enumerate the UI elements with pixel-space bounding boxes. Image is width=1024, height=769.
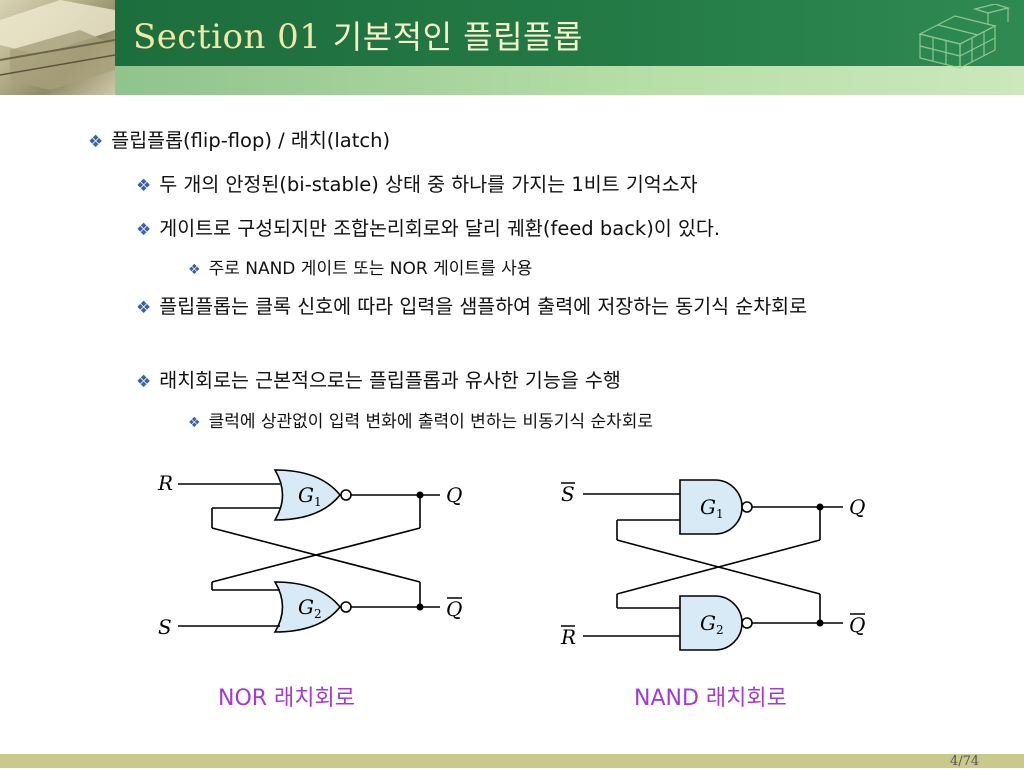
gate1-label: G — [298, 483, 314, 507]
inversion-bubble-2 — [340, 601, 352, 613]
diamond-bullet-icon: ❖ — [188, 262, 201, 278]
brick-cube-icon — [918, 4, 1010, 69]
bullet-l2-latch: ❖ 래치회로는 근본적으로는 플립플롭과 유사한 기능을 수행 — [136, 367, 621, 396]
page-number: 4/74 — [950, 754, 980, 769]
input-r-label: R — [157, 471, 173, 495]
diamond-bullet-icon: ❖ — [188, 415, 201, 431]
nand-latch-diagram: S R Q Q G G 1 2 — [560, 479, 865, 651]
header-photo — [0, 0, 115, 95]
input-sbar-label: S — [561, 482, 575, 506]
title-prefix: Section 01 — [133, 17, 322, 57]
title-strip — [115, 66, 1024, 95]
gate1-subscript: 1 — [716, 507, 724, 521]
inversion-bubble-1 — [741, 501, 753, 513]
title-korean: 기본적인 플립플롭 — [332, 18, 583, 56]
slide-header: Section 01 기본적인 플립플롭 — [0, 0, 1024, 95]
gate1-subscript: 1 — [314, 495, 322, 509]
gate1-label: G — [700, 495, 716, 519]
bullet-text: 두 개의 안정된(bi-stable) 상태 중 하나를 가지는 1비트 기억소… — [159, 173, 698, 196]
bullet-l3-nand-nor: ❖ 주로 NAND 게이트 또는 NOR 게이트를 사용 — [188, 255, 532, 284]
gate2-label: G — [298, 595, 314, 619]
bullet-text: 주로 NAND 게이트 또는 NOR 게이트를 사용 — [208, 259, 533, 279]
bullet-l2-bistable: ❖ 두 개의 안정된(bi-stable) 상태 중 하나를 가지는 1비트 기억… — [136, 171, 698, 200]
gate2-label: G — [700, 611, 716, 635]
nor-gate-2 — [273, 581, 342, 633]
bullet-text: 클럭에 상관없이 입력 변화에 출력이 변하는 비동기식 순차회로 — [208, 412, 654, 432]
input-s-label: S — [158, 615, 172, 639]
bullet-l2-feedback: ❖ 게이트로 구성되지만 조합논리회로와 달리 궤환(feed back)이 있다… — [136, 215, 720, 244]
bullet-text: 래치회로는 근본적으로는 플립플롭과 유사한 기능을 수행 — [159, 369, 621, 392]
bullet-l3-async: ❖ 클럭에 상관없이 입력 변화에 출력이 변하는 비동기식 순차회로 — [188, 408, 653, 437]
gate2-subscript: 2 — [716, 623, 724, 637]
output-qbar-label: Q — [849, 613, 865, 637]
diamond-bullet-icon: ❖ — [136, 176, 152, 196]
footer-bar — [0, 754, 1024, 768]
nor-gate-1 — [273, 469, 342, 521]
bullet-l1-flipflop: ❖ 플립플롭(flip-flop) / 래치(latch) — [88, 127, 390, 156]
nand-latch-caption: NAND 래치회로 — [634, 686, 787, 711]
gate2-subscript: 2 — [314, 607, 322, 621]
output-qbar-label: Q — [446, 597, 462, 621]
input-rbar-label: R — [560, 625, 576, 649]
diamond-bullet-icon: ❖ — [136, 372, 152, 392]
nor-latch-diagram: R S Q Q G G 1 2 — [157, 469, 462, 639]
bullet-text: 플립플롭는 클록 신호에 따라 입력을 샘플하여 출력에 저장하는 동기식 순차… — [159, 295, 808, 318]
output-q-label: Q — [446, 483, 462, 507]
inversion-bubble-2 — [741, 617, 753, 629]
output-q-label: Q — [849, 495, 865, 519]
diamond-bullet-icon: ❖ — [136, 220, 152, 240]
title-band — [115, 0, 1024, 66]
diamond-bullet-icon: ❖ — [136, 298, 152, 318]
diamond-bullet-icon: ❖ — [88, 132, 104, 152]
bullet-text: 게이트로 구성되지만 조합논리회로와 달리 궤환(feed back)이 있다. — [159, 217, 721, 240]
nor-latch-caption: NOR 래치회로 — [218, 686, 356, 711]
slide-title: Section 01 기본적인 플립플롭 — [133, 12, 583, 58]
bullet-text: 플립플롭(flip-flop) / 래치(latch) — [111, 129, 391, 152]
bullet-l2-sync: ❖ 플립플롭는 클록 신호에 따라 입력을 샘플하여 출력에 저장하는 동기식 순… — [136, 293, 986, 322]
inversion-bubble-1 — [340, 489, 352, 501]
